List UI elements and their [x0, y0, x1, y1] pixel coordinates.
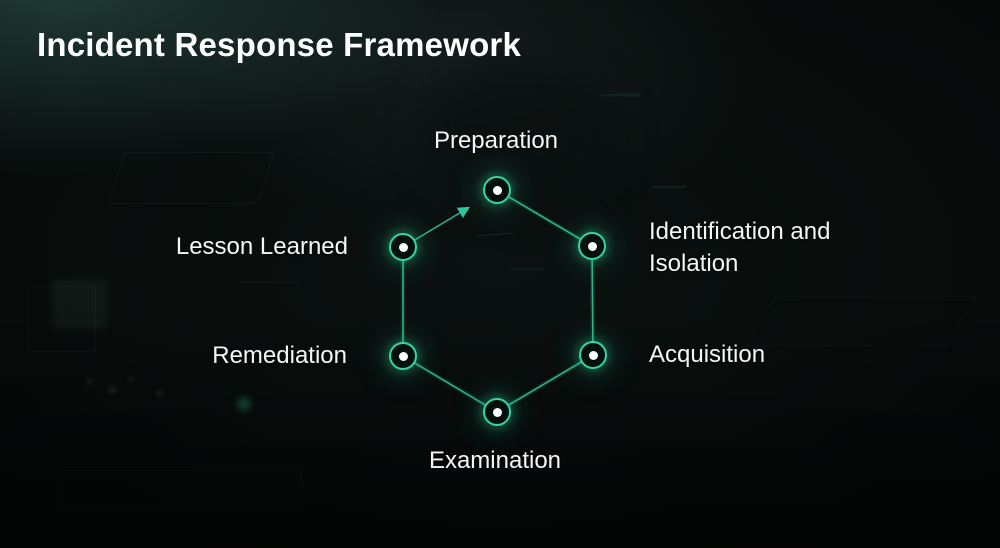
edge-line-group	[402, 189, 594, 413]
flow-arrow-lesson-to-preparation	[412, 206, 471, 242]
page-title: Incident Response Framework	[37, 26, 522, 63]
node-lesson-learned	[389, 233, 417, 261]
label-remediation: Remediation	[212, 342, 347, 369]
node-examination	[483, 398, 511, 426]
node-preparation	[483, 176, 511, 204]
edge-acquisition-examination	[496, 354, 594, 413]
label-lesson-learned: Lesson Learned	[175, 233, 348, 260]
label-acquisition: Acquisition	[649, 341, 766, 368]
edge-preparation-identification	[496, 189, 593, 247]
node-identification-and-isolation	[578, 232, 606, 260]
label-examination: Examination	[428, 447, 562, 474]
node-remediation	[389, 342, 417, 370]
edge-examination-remediation	[402, 355, 498, 413]
edge-glow-group	[400, 187, 596, 415]
label-identification-and-isolation: Identification and Isolation	[649, 218, 831, 277]
node-acquisition	[579, 341, 607, 369]
edge-identification-acquisition	[591, 245, 594, 356]
label-preparation: Preparation	[433, 127, 559, 154]
